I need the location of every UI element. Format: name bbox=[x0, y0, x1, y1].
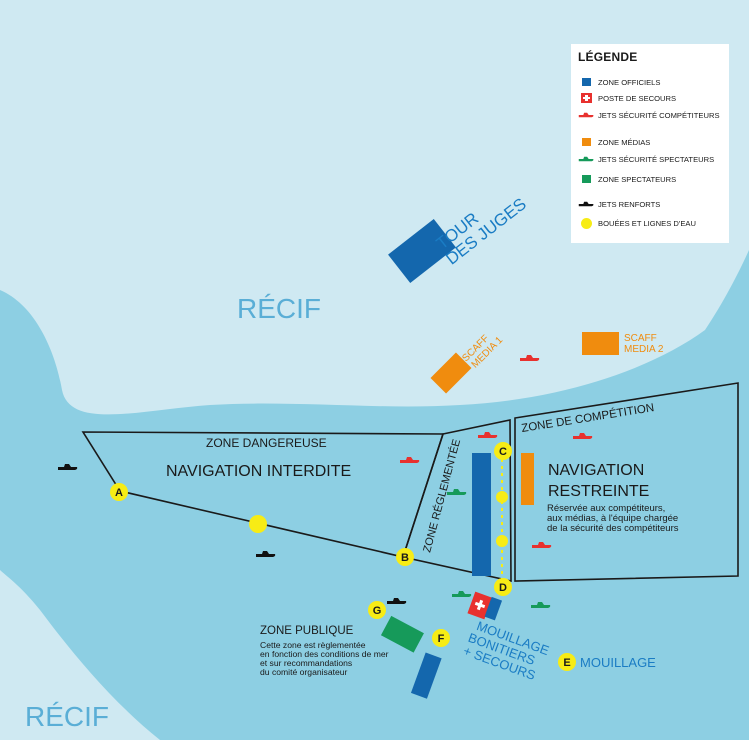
svg-text:B: B bbox=[401, 552, 409, 564]
blue-square-icon bbox=[581, 78, 591, 86]
point-g-marker: G bbox=[368, 601, 386, 619]
svg-text:F: F bbox=[438, 633, 445, 645]
legend-item-spectator-jets: JETS SÉCURITÉ SPECTATEURS bbox=[578, 152, 714, 166]
legend-item-competitor-jets: JETS SÉCURITÉ COMPÉTITEURS bbox=[578, 108, 720, 122]
svg-text:A: A bbox=[115, 487, 123, 499]
competition-zone bbox=[514, 382, 739, 582]
legend-title: LÉGENDE bbox=[578, 50, 638, 64]
mooring-label: MOUILLAGE bbox=[580, 655, 656, 670]
reef-label-bottom: RÉCIF bbox=[25, 701, 109, 732]
point-c-marker: C bbox=[494, 442, 512, 460]
legend-item-buoys: BOUÉES ET LIGNES D'EAU bbox=[578, 216, 696, 230]
black-jetski-icon bbox=[578, 201, 594, 207]
point-e-marker: E bbox=[558, 653, 576, 671]
legend-item-first-aid: POSTE DE SECOURS bbox=[578, 91, 676, 105]
buoy-icon bbox=[249, 515, 267, 533]
water-area bbox=[0, 250, 749, 740]
point-a-marker: A bbox=[110, 483, 128, 501]
no-navigation-label: NAVIGATION INTERDITE bbox=[166, 463, 351, 480]
legend-item-spectators: ZONE SPECTATEURS bbox=[578, 172, 676, 186]
legend-label: ZONE MÉDIAS bbox=[598, 137, 651, 147]
media-zone-2 bbox=[582, 332, 619, 355]
green-square-icon bbox=[581, 175, 591, 183]
orange-square-icon bbox=[581, 138, 591, 146]
legend-label: JETS SÉCURITÉ COMPÉTITEURS bbox=[598, 110, 720, 120]
legend-label: JETS SÉCURITÉ SPECTATEURS bbox=[598, 154, 715, 164]
restricted-navigation-note: Réservée aux compétiteurs, aux médias, à… bbox=[547, 503, 681, 534]
red-jetski-icon bbox=[578, 112, 594, 118]
legend-label: ZONE OFFICIELS bbox=[598, 77, 661, 87]
svg-text:E: E bbox=[563, 657, 570, 669]
buoy-icon bbox=[496, 535, 508, 547]
legend-item-media: ZONE MÉDIAS bbox=[578, 135, 650, 149]
legend-label: JETS RENFORTS bbox=[598, 199, 661, 209]
reef-label-top: RÉCIF bbox=[237, 293, 321, 324]
point-f-marker: F bbox=[432, 629, 450, 647]
public-zone-note: Cette zone est règlementée en fonction d… bbox=[260, 640, 391, 677]
officials-zone-main bbox=[472, 453, 491, 576]
danger-zone-label: ZONE DANGEREUSE bbox=[206, 436, 327, 450]
svg-text:C: C bbox=[499, 446, 507, 458]
map-legend: LÉGENDE ZONE OFFICIELS POSTE DE SECOURS … bbox=[571, 44, 729, 243]
media-zone-competition bbox=[521, 453, 534, 505]
officials-zone-mooring bbox=[484, 596, 503, 621]
legend-label: BOUÉES ET LIGNES D'EAU bbox=[598, 218, 696, 228]
buoy-icon bbox=[496, 491, 508, 503]
yellow-buoy-icon bbox=[580, 217, 592, 229]
first-aid-cross-icon bbox=[580, 93, 592, 103]
judges-tower-zone bbox=[388, 218, 456, 284]
spectators-zone bbox=[380, 615, 424, 653]
point-b-marker: B bbox=[396, 548, 414, 566]
legend-item-officials: ZONE OFFICIELS bbox=[578, 75, 660, 89]
svg-text:D: D bbox=[499, 582, 507, 594]
restricted-navigation-label: NAVIGATION RESTREINTE bbox=[548, 462, 649, 500]
regulated-zone bbox=[401, 419, 512, 582]
officials-zone-public bbox=[410, 652, 442, 699]
scaff-media-2-label: SCAFF MEDIA 2 bbox=[624, 333, 664, 355]
legend-label: POSTE DE SECOURS bbox=[598, 93, 677, 103]
first-aid-cross-icon bbox=[474, 599, 486, 611]
svg-text:G: G bbox=[373, 605, 382, 617]
public-zone-label: ZONE PUBLIQUE bbox=[260, 625, 354, 637]
legend-label: ZONE SPECTATEURS bbox=[598, 174, 677, 184]
legend-item-reinforcement-jets: JETS RENFORTS bbox=[578, 197, 660, 211]
green-jetski-icon bbox=[578, 156, 594, 162]
media-zone-1 bbox=[430, 352, 472, 394]
point-d-marker: D bbox=[494, 578, 512, 596]
